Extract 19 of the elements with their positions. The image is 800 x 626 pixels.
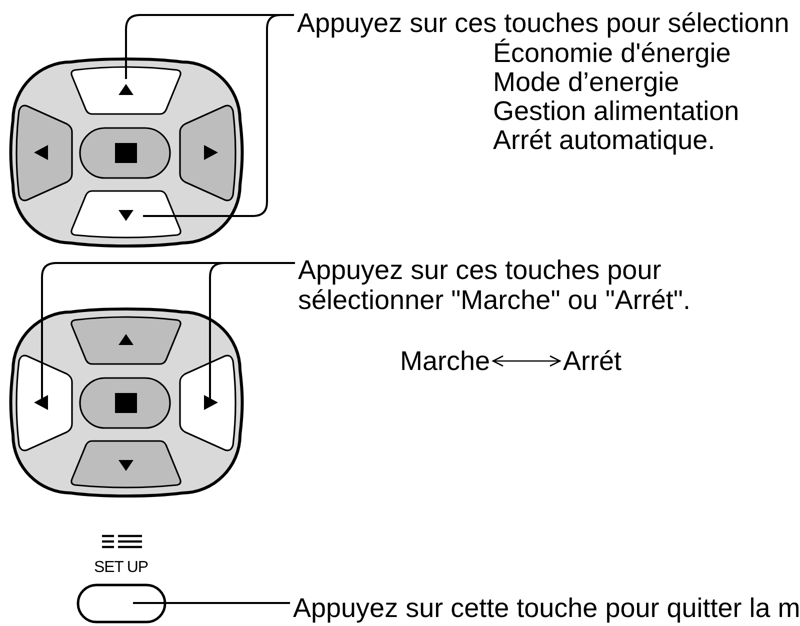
mode-text: Arrét xyxy=(563,347,622,376)
instruction-text: Appuyez sur ces touches pour sélectionner "Marche" ou "Arrét". xyxy=(298,255,728,315)
mode-text: Marche xyxy=(400,347,490,376)
left-button xyxy=(16,354,73,452)
instruction-text: Appuyez sur ces touches pour sélectionn xyxy=(297,9,790,38)
instruction-text: Appuyez sur cette touche pour quitter la m xyxy=(293,594,800,623)
option-text: Arrét automatique. xyxy=(493,126,716,155)
option-text: Gestion alimentation xyxy=(493,97,740,126)
setup-button xyxy=(76,584,166,624)
leader-line xyxy=(204,262,295,410)
option-text: Mode d’energie xyxy=(493,68,680,97)
leader-line xyxy=(143,14,294,217)
up-button xyxy=(70,66,182,115)
down-button xyxy=(70,190,182,238)
button-label: SET UP xyxy=(94,559,148,577)
option-text: Économie d'énergie xyxy=(493,39,731,68)
double-arrow xyxy=(492,355,561,367)
right-button xyxy=(179,354,236,452)
leader-line xyxy=(133,602,290,604)
